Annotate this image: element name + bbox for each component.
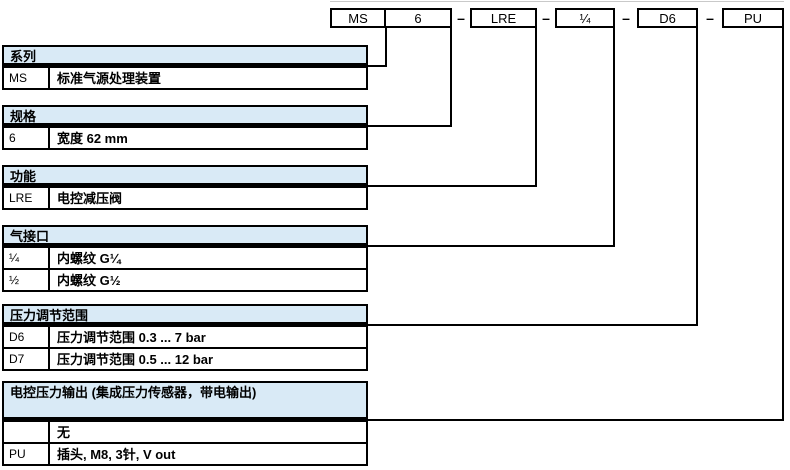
connector-vline-pressure-range xyxy=(696,28,698,326)
connector-vline-series xyxy=(385,28,387,67)
section-pressure-range-header: 压力调节范围 xyxy=(2,304,368,327)
connector-hline-output xyxy=(368,419,784,421)
section-pressure-range: 压力调节范围 D6 压力调节范围 0.3 ... 7 bar D7 压力调节范围… xyxy=(2,304,368,371)
code-box-size: 6 xyxy=(384,8,452,28)
connector-vline-function xyxy=(535,28,537,187)
section-function: 功能 LRE 电控减压阀 xyxy=(2,165,368,210)
table-row: D6 压力调节范围 0.3 ... 7 bar xyxy=(2,327,368,349)
connector-hline-pressure-range xyxy=(368,324,698,326)
code-separator-4: – xyxy=(706,10,714,26)
table-row: ½ 内螺纹 G½ xyxy=(2,270,368,292)
table-row: PU 插头, M8, 3针, V out xyxy=(2,444,368,466)
row-description: 标准气源处理装置 xyxy=(57,71,162,86)
table-row: 6 宽度 62 mm xyxy=(2,128,368,150)
section-electrical-output-header: 电控压力输出 (集成压力传感器，带电输出) xyxy=(2,381,368,422)
code-box-series-label: MS xyxy=(348,10,368,26)
code-box-pressure-range-label: D6 xyxy=(659,10,676,26)
row-description: 内螺纹 G¼ xyxy=(57,251,121,266)
row-description: 插头, M8, 3针, V out xyxy=(57,447,176,462)
connector-hline-function xyxy=(368,185,537,187)
connector-vline-output xyxy=(782,28,784,421)
table-row: D7 压力调节范围 0.5 ... 12 bar xyxy=(2,349,368,371)
row-code: MS xyxy=(4,68,50,88)
table-row: MS 标准气源处理装置 xyxy=(2,68,368,90)
row-description: 内螺纹 G½ xyxy=(57,273,121,288)
table-row: ¼ 内螺纹 G¼ xyxy=(2,248,368,270)
code-box-function: LRE xyxy=(470,8,537,28)
row-description: 宽度 62 mm xyxy=(57,131,128,146)
code-box-size-label: 6 xyxy=(414,10,422,26)
row-description: 压力调节范围 0.5 ... 12 bar xyxy=(57,352,214,367)
code-box-output-label: PU xyxy=(743,10,763,26)
row-code: PU xyxy=(4,444,50,464)
row-code: ¼ xyxy=(4,248,50,268)
row-code: D6 xyxy=(4,327,50,347)
section-series-header: 系列 xyxy=(2,45,368,68)
top-divider-line xyxy=(330,1,784,2)
connector-hline-size xyxy=(368,125,452,127)
code-box-output: PU xyxy=(722,8,784,28)
code-separator-1: – xyxy=(457,10,465,26)
row-description: 电控减压阀 xyxy=(57,191,123,206)
row-code: D7 xyxy=(4,349,50,369)
section-connection-header: 气接口 xyxy=(2,225,368,248)
row-code xyxy=(4,422,50,442)
code-box-connection: ¼ xyxy=(555,8,615,28)
code-box-pressure-range: D6 xyxy=(637,8,698,28)
code-box-connection-label: ¼ xyxy=(579,10,591,26)
row-code: 6 xyxy=(4,128,50,148)
section-size: 规格 6 宽度 62 mm xyxy=(2,105,368,150)
code-separator-3: – xyxy=(622,10,630,26)
section-electrical-output: 电控压力输出 (集成压力传感器，带电输出) 无 PU 插头, M8, 3针, V… xyxy=(2,381,368,466)
code-separator-2: – xyxy=(542,10,550,26)
section-series: 系列 MS 标准气源处理装置 xyxy=(2,45,368,90)
table-row: 无 xyxy=(2,422,368,444)
row-description: 压力调节范围 0.3 ... 7 bar xyxy=(57,330,206,345)
connector-vline-size xyxy=(450,28,452,127)
row-code: ½ xyxy=(4,270,50,290)
code-box-series: MS xyxy=(330,8,386,28)
code-box-function-label: LRE xyxy=(490,10,517,26)
row-code: LRE xyxy=(4,188,50,208)
connector-hline-series xyxy=(368,65,387,67)
section-connection: 气接口 ¼ 内螺纹 G¼ ½ 内螺纹 G½ xyxy=(2,225,368,292)
section-function-header: 功能 xyxy=(2,165,368,188)
connector-vline-connection xyxy=(613,28,615,247)
connector-hline-connection xyxy=(368,245,615,247)
row-description: 无 xyxy=(57,425,71,440)
table-row: LRE 电控减压阀 xyxy=(2,188,368,210)
section-size-header: 规格 xyxy=(2,105,368,128)
